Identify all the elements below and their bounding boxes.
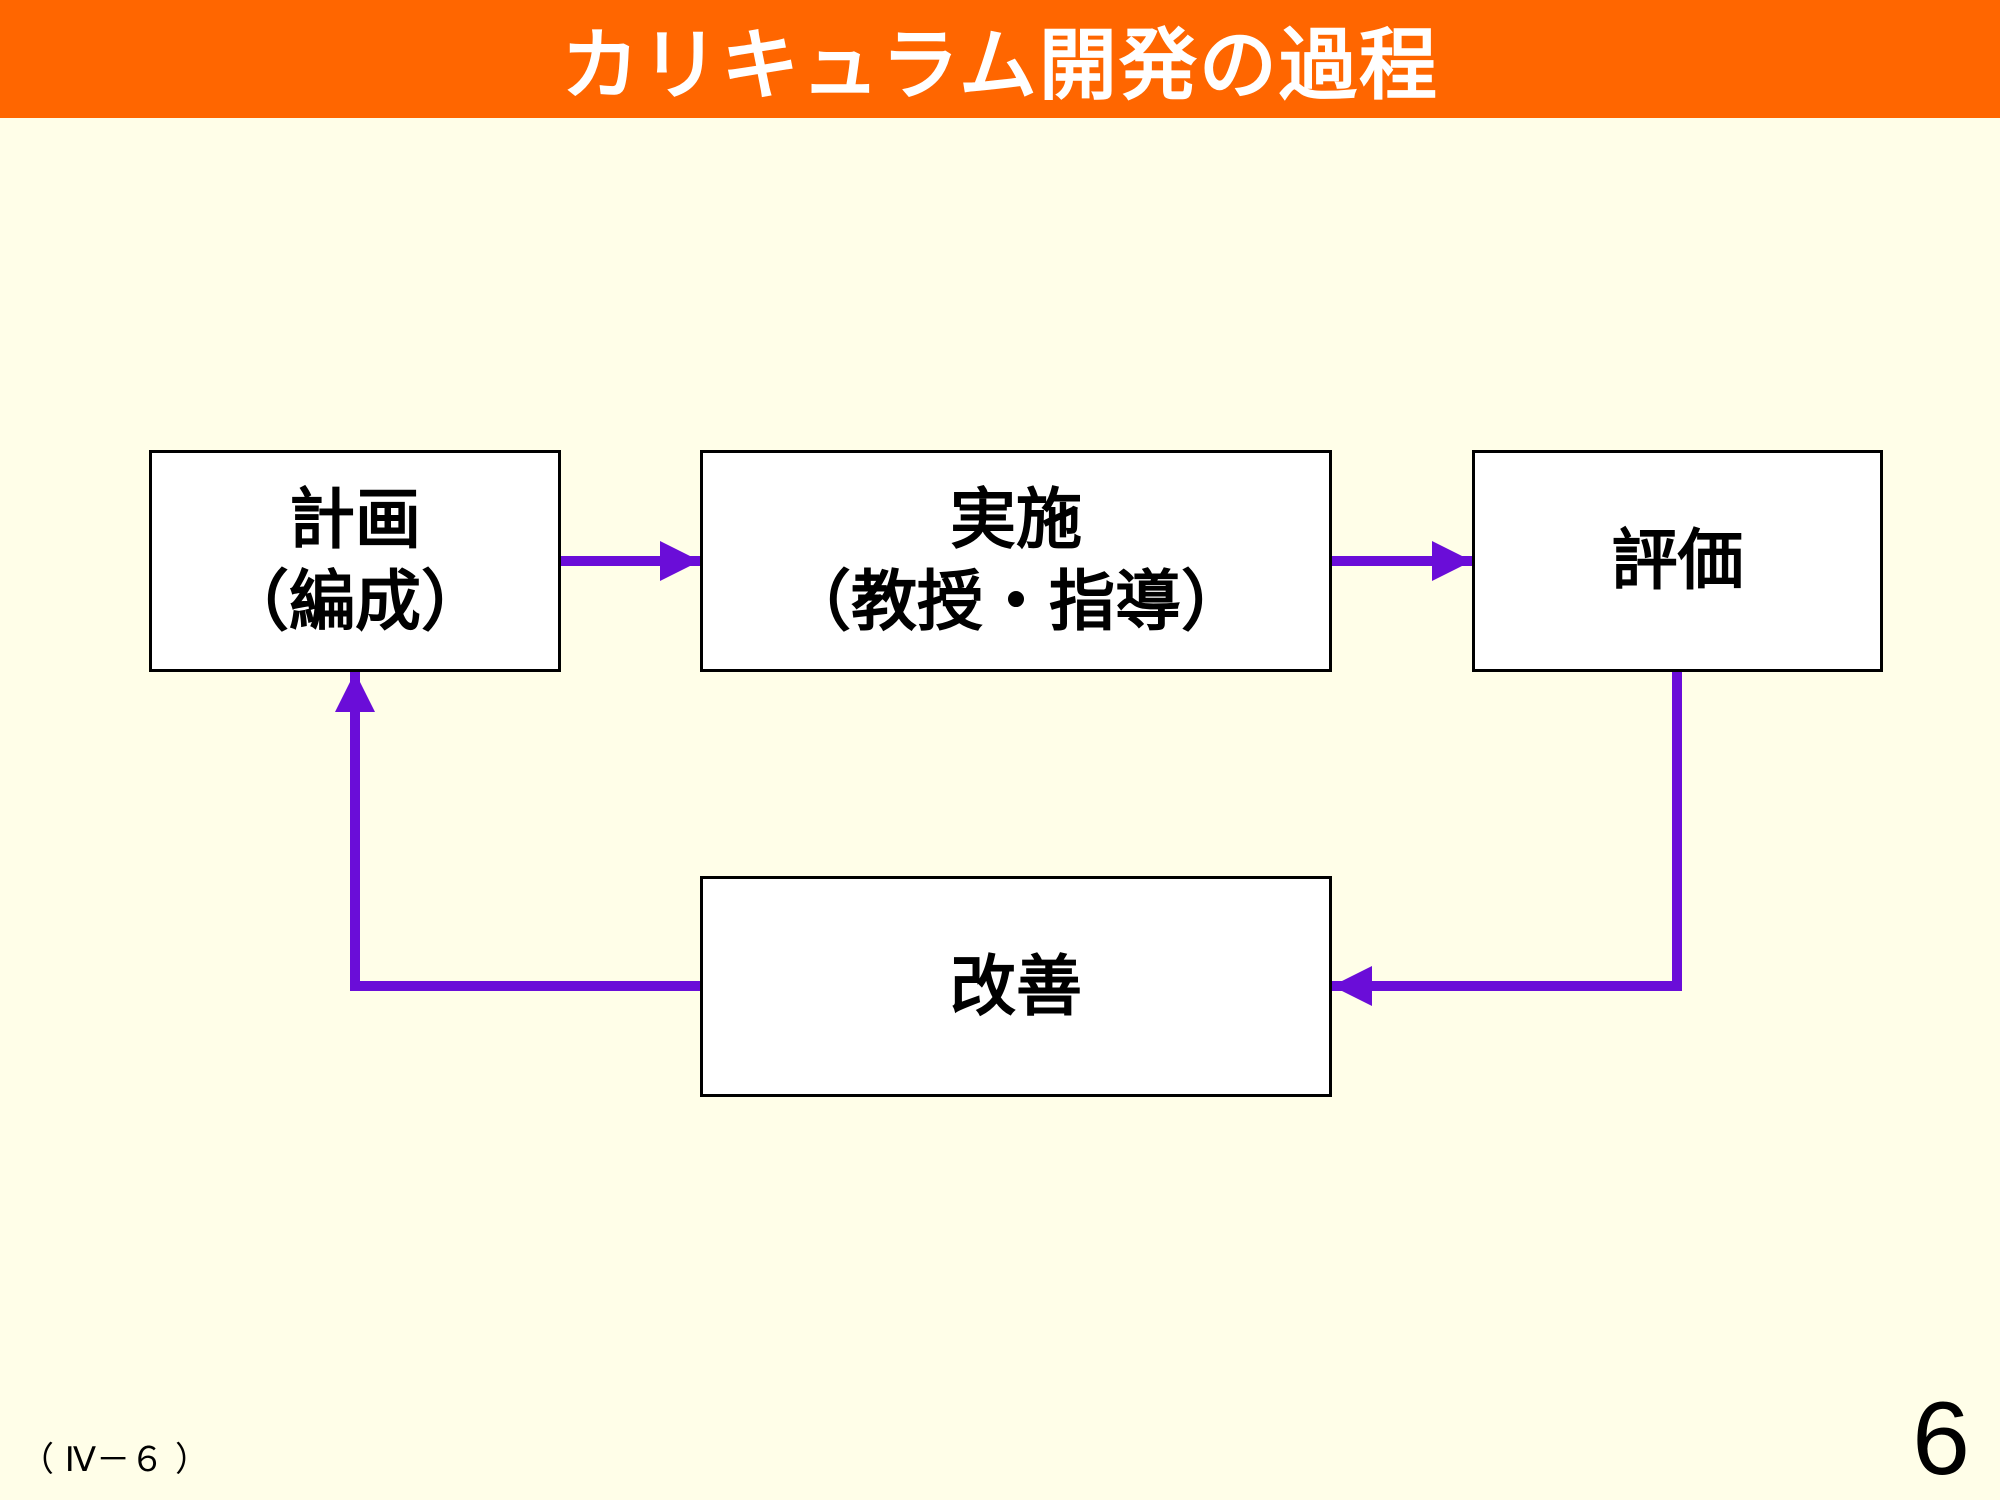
improvement-label: 改善 bbox=[950, 947, 1082, 1025]
evaluation-label: 評価 bbox=[1611, 522, 1744, 599]
plan-sublabel: （編成） bbox=[223, 563, 487, 640]
implementation-box: 実施 （教授・指導） bbox=[700, 450, 1332, 672]
page-title: カリキュラム開発の過程 bbox=[561, 21, 1439, 111]
arrow-improvement-to-plan bbox=[335, 672, 700, 991]
page-number: 6 bbox=[1912, 1381, 1970, 1497]
section-label: （ Ⅳ－６ ） bbox=[20, 1440, 209, 1480]
implementation-sublabel: （教授・指導） bbox=[785, 563, 1247, 640]
implementation-label: 実施 bbox=[950, 481, 1082, 558]
improvement-box: 改善 bbox=[700, 876, 1332, 1097]
plan-label: 計画 bbox=[289, 481, 421, 558]
title-bar: カリキュラム開発の過程 bbox=[0, 0, 2000, 118]
evaluation-box: 評価 bbox=[1472, 450, 1883, 672]
arrow-evaluation-to-improvement bbox=[1332, 672, 1682, 1006]
plan-box: 計画 （編成） bbox=[149, 450, 561, 672]
